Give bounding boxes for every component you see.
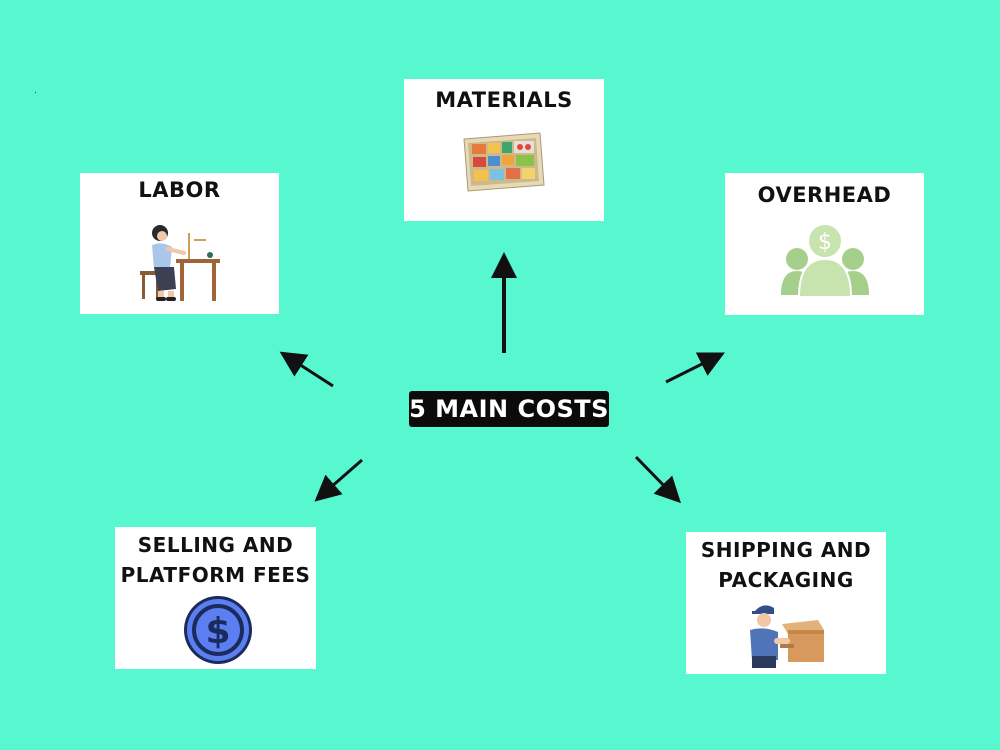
people-dollar-icon: $ (781, 223, 869, 297)
arrow-to-shipping (634, 455, 681, 504)
card-shipping-label: SHIPPING AND PACKAGING (700, 538, 872, 592)
card-overhead-label: OVERHEAD (757, 183, 892, 207)
card-labor: LABOR (80, 173, 279, 314)
card-selling: SELLING AND PLATFORM FEES $ (115, 527, 316, 669)
card-materials: MATERIALS (404, 79, 604, 221)
card-overhead: OVERHEAD $ (725, 173, 924, 315)
card-labor-label: LABOR (138, 178, 221, 202)
svg-text:$: $ (205, 611, 230, 652)
arrow-to-selling (314, 458, 363, 502)
person-working-icon (140, 225, 220, 301)
center-label: 5 MAIN COSTS (409, 391, 609, 427)
arrow-to-labor (279, 351, 334, 388)
card-shipping: SHIPPING AND PACKAGING (686, 532, 886, 674)
delivery-person-icon (750, 605, 824, 668)
svg-text:$: $ (818, 230, 832, 255)
arrow-to-overhead (665, 352, 725, 384)
dollar-coin-icon: $ (184, 596, 252, 664)
card-selling-label: SELLING AND PLATFORM FEES (120, 533, 311, 587)
materials-box-icon (463, 132, 545, 192)
card-materials-label: MATERIALS (435, 88, 573, 112)
stray-dot (35, 92, 36, 93)
